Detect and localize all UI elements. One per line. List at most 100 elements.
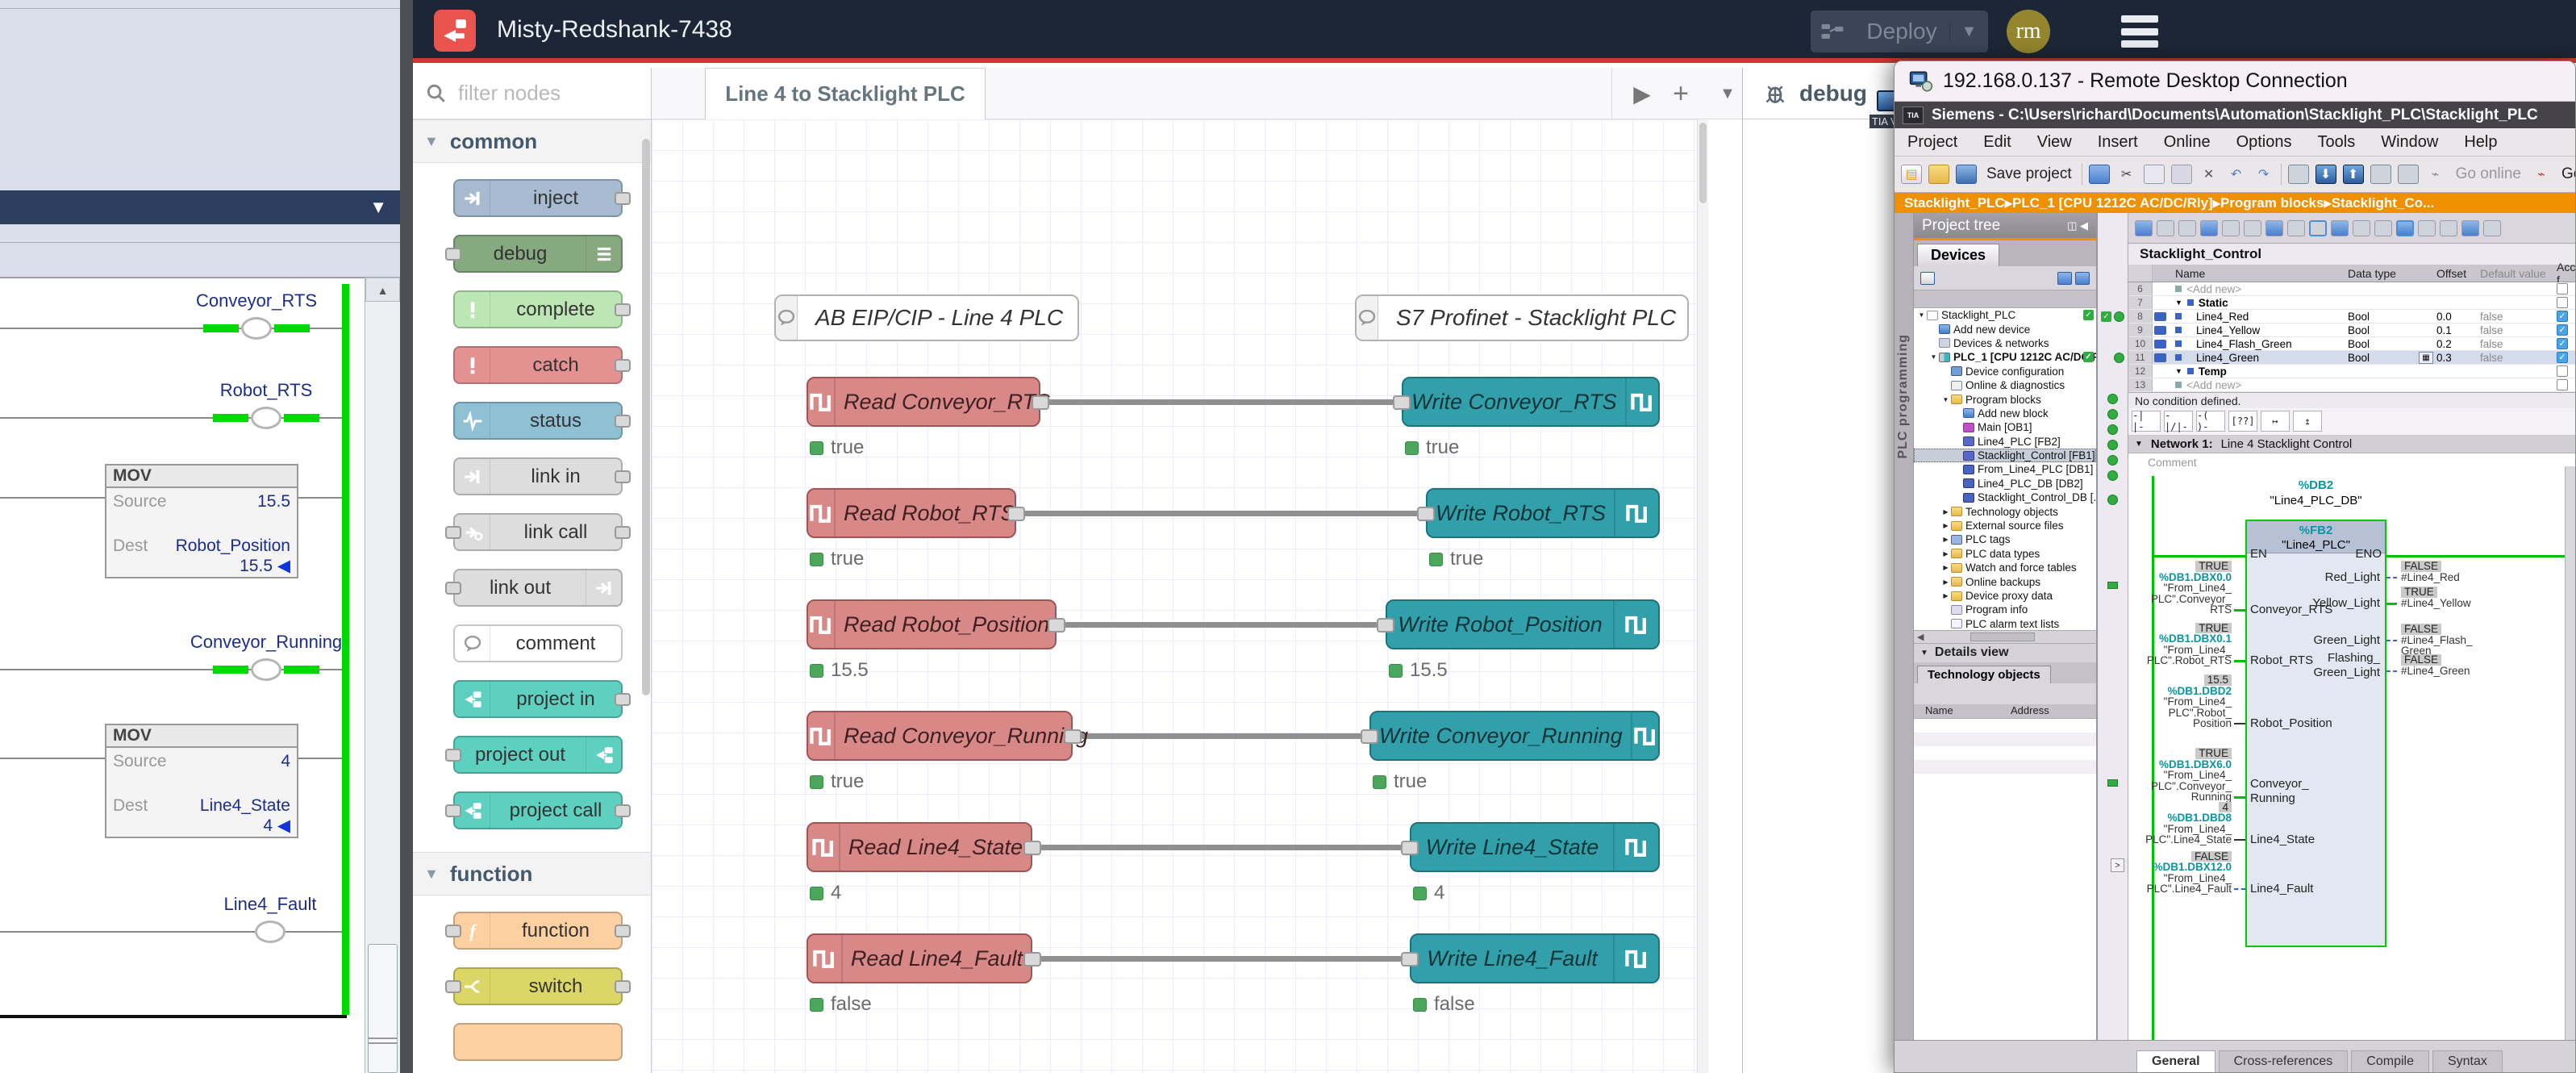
breadcrumb-item[interactable]: PLC_1 [CPU 1212C AC/DC/Rly]	[2011, 194, 2213, 211]
palette-node-catch[interactable]: catch	[453, 346, 631, 384]
download-to-device-icon[interactable]: ⬇	[2315, 165, 2336, 184]
load-values-icon[interactable]	[2396, 219, 2414, 236]
input-operand[interactable]: TRUE%DB1.DBX6.0"From_Line4_PLC".Conveyor…	[2150, 747, 2232, 803]
breadcrumb-item[interactable]: Program blocks	[2220, 194, 2324, 211]
output-port[interactable]	[1007, 507, 1025, 521]
scroll-up-icon[interactable]: ▲	[365, 278, 400, 302]
retain-icon[interactable]	[2418, 219, 2436, 236]
palette-node-link call[interactable]: link call	[445, 513, 631, 551]
tree-item[interactable]: ▶PLC tags	[1914, 532, 2096, 546]
print-icon[interactable]	[2088, 165, 2110, 184]
input-operand[interactable]: 4%DB1.DBD8"From_Line4_PLC".Line4_State	[2145, 800, 2232, 845]
accessible-checkbox[interactable]	[2557, 365, 2568, 377]
deploy-button[interactable]: Deploy ▼	[1811, 10, 1988, 52]
run-flow-icon[interactable]: ▶	[1633, 81, 1651, 106]
flow-tab[interactable]: Line 4 to Stacklight PLC	[705, 68, 986, 119]
deploy-options-icon[interactable]: ▼	[1949, 22, 1988, 41]
palette-scrollbar[interactable]	[642, 139, 650, 695]
accessible-checkbox[interactable]: ✓	[2557, 338, 2568, 349]
ladder-coil[interactable]	[251, 658, 281, 681]
tree-item[interactable]: Device configuration	[1914, 365, 2096, 378]
palette-category-function[interactable]: ▼function	[413, 852, 651, 896]
node-write-line4_state[interactable]: Write Line4_State	[1401, 822, 1660, 872]
input-port[interactable]	[1401, 841, 1419, 855]
stop-cpu-icon[interactable]	[2397, 165, 2419, 184]
go-to-icon[interactable]	[2461, 219, 2479, 236]
palette-node-comment[interactable]: comment	[453, 624, 623, 662]
tree-item[interactable]: ▶Device proxy data	[1914, 589, 2096, 603]
details-view-header[interactable]: ▼Details view	[1914, 642, 2096, 662]
node-read-conveyor_rts[interactable]: Read Conveyor_RTS	[807, 377, 1050, 427]
output-port[interactable]	[1032, 395, 1049, 410]
rslogix-tab-band[interactable]: ▼	[0, 190, 400, 224]
delete-icon[interactable]: ✕	[2203, 168, 2215, 182]
output-port[interactable]	[1023, 952, 1041, 967]
delete-row-icon[interactable]	[2157, 219, 2174, 236]
palette-node-project out[interactable]: project out	[445, 736, 623, 774]
expand-right-icon[interactable]: >	[2111, 858, 2124, 872]
node-read-line4_state[interactable]: Read Line4_State	[807, 822, 1041, 872]
insert-row-icon[interactable]	[2178, 219, 2196, 236]
breadcrumb[interactable]: Stacklight_PLC ▶ PLC_1 [CPU 1212C AC/DC/…	[1894, 193, 2575, 213]
accessible-checkbox[interactable]	[2557, 297, 2568, 308]
node-write-conveyor_rts[interactable]: Write Conveyor_RTS	[1393, 377, 1660, 427]
chevron-down-icon[interactable]: ▼	[369, 197, 387, 217]
output-operand[interactable]: TRUE#Line4_Yellow	[2401, 586, 2471, 609]
paste-icon[interactable]	[2170, 165, 2192, 184]
add-flow-icon[interactable]: +	[1673, 77, 1689, 109]
open-branch-icon[interactable]: ↦	[2261, 411, 2290, 432]
tree-item[interactable]: Stacklight_Control_DB [...	[1914, 491, 2096, 504]
input-operand[interactable]: TRUE%DB1.DBX0.0"From_Line4_PLC".Conveyor…	[2150, 560, 2232, 616]
collapse-network-icon[interactable]: ▼	[2135, 440, 2143, 449]
lad-scrollbar[interactable]	[2565, 466, 2575, 1040]
copy-snapshot-icon[interactable]	[2374, 219, 2392, 236]
node-write-robot_rts[interactable]: Write Robot_RTS	[1417, 488, 1660, 538]
node-read-conveyor_running[interactable]: Read Conveyor_Running	[807, 711, 1088, 761]
ladder-coil[interactable]	[241, 317, 272, 340]
tree-item[interactable]: Add new device	[1914, 322, 2096, 336]
menu-project[interactable]: Project	[1907, 132, 1958, 151]
table-view-icon[interactable]	[2057, 271, 2072, 285]
menu-view[interactable]: View	[2036, 132, 2072, 151]
go-offline-icon-icon[interactable]: ⌁	[2537, 168, 2545, 182]
accessible-checkbox[interactable]: ✓	[2557, 311, 2568, 322]
go-online-label[interactable]: Go online	[2455, 165, 2521, 182]
snapshot-icon[interactable]	[2353, 219, 2370, 236]
tia-titlebar[interactable]: TIA Siemens - C:\Users\richard\Documents…	[1894, 102, 2575, 128]
palette-category-common[interactable]: ▼common	[413, 119, 651, 163]
reset-start-icon[interactable]	[2440, 219, 2457, 236]
node-write-conveyor_running[interactable]: Write Conveyor_Running	[1361, 711, 1660, 761]
palette-node-switch[interactable]: switch	[445, 967, 631, 1005]
flow-list-icon[interactable]: ▼	[1719, 84, 1736, 102]
contact-no-icon[interactable]: -| |-	[2132, 410, 2161, 432]
add-row-icon[interactable]	[2135, 219, 2153, 236]
inspector-tab-syntax[interactable]: Syntax	[2432, 1050, 2503, 1072]
breadcrumb-item[interactable]: Stacklight_Co...	[2331, 194, 2435, 211]
tree-item[interactable]: ▶Online backups	[1914, 574, 2096, 588]
details-icon[interactable]	[2075, 271, 2090, 285]
inspector-tab-compile[interactable]: Compile	[2351, 1050, 2429, 1072]
undo-icon[interactable]: ↶	[2230, 168, 2242, 182]
tree-item[interactable]: Line4_PLC_DB [DB2]	[1914, 477, 2096, 491]
declare-icon[interactable]	[2200, 219, 2218, 236]
menu-help[interactable]: Help	[2464, 132, 2498, 151]
expand-all-icon[interactable]	[2265, 219, 2283, 236]
coil-icon[interactable]: -( )-	[2196, 410, 2225, 432]
tag-row[interactable]: 12▼Temp	[2128, 365, 2575, 378]
menu-window[interactable]: Window	[2381, 132, 2439, 151]
upload-from-device-icon[interactable]: ⬆	[2342, 165, 2364, 184]
tag-row[interactable]: 6<Add new>	[2128, 282, 2575, 296]
start-cpu-icon[interactable]	[2370, 165, 2391, 184]
tab-devices[interactable]: Devices	[1917, 244, 2000, 266]
input-port[interactable]	[1417, 507, 1435, 521]
node-write-robot_position[interactable]: Write Robot_Position	[1377, 599, 1660, 649]
comments-toggle-icon[interactable]	[2309, 219, 2327, 236]
palette-node-inject[interactable]: inject	[453, 179, 631, 217]
input-port[interactable]	[1361, 729, 1378, 744]
